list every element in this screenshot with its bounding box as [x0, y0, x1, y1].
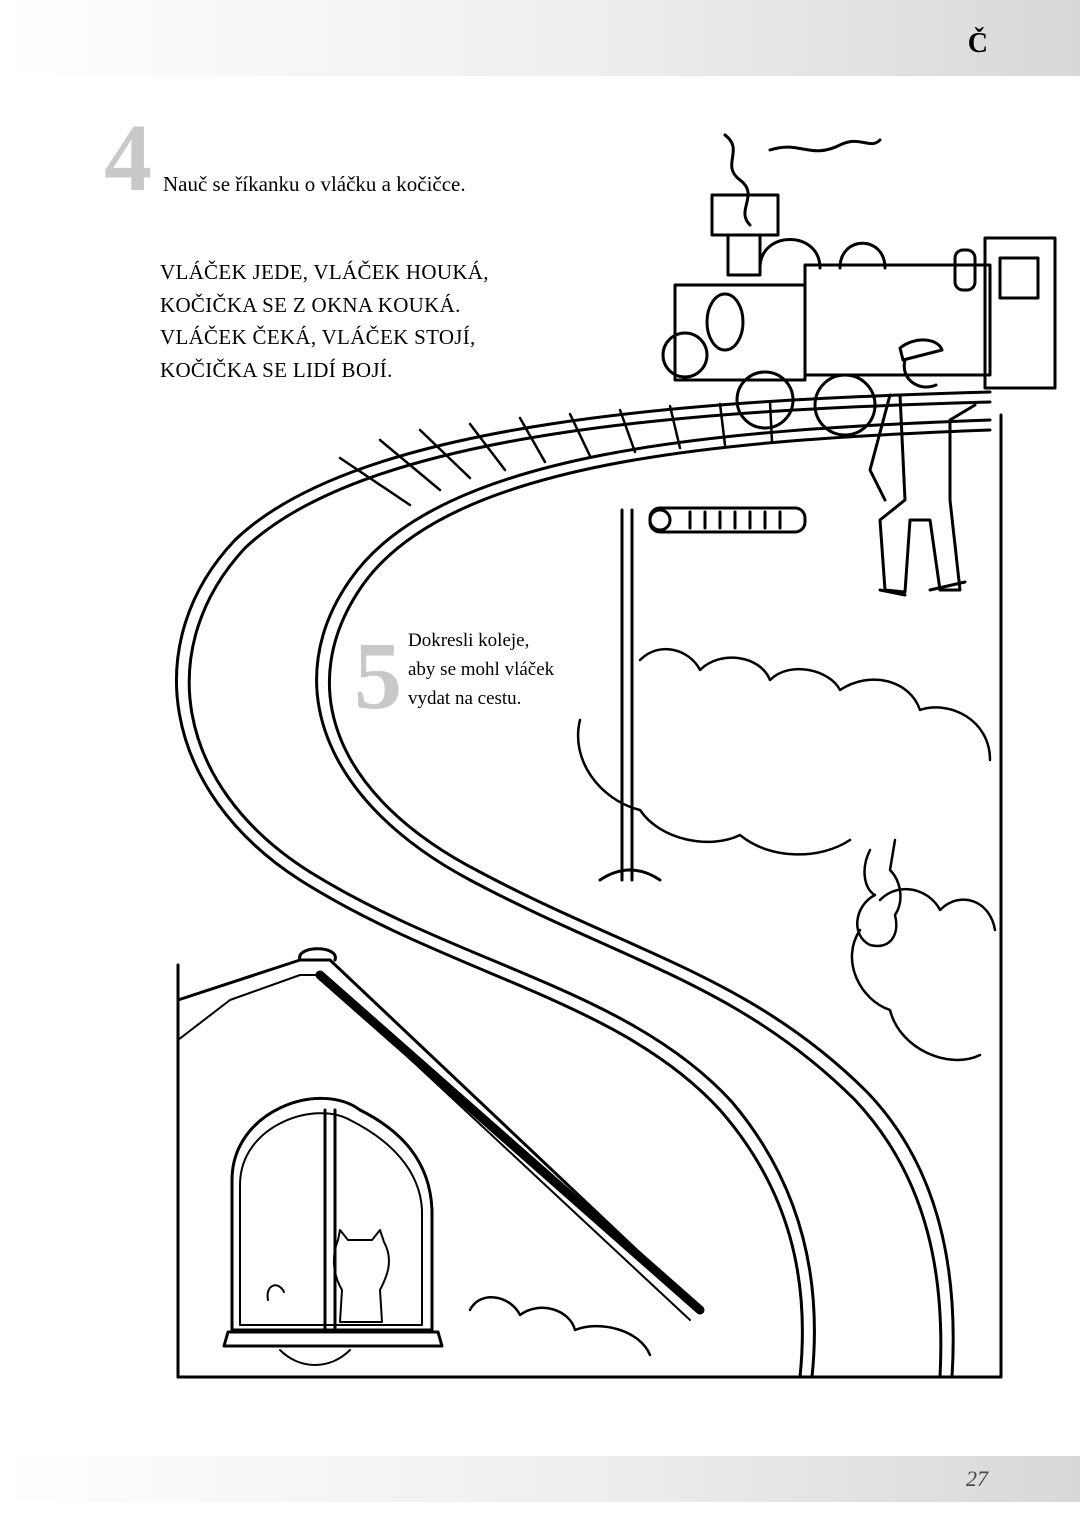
- rhyme-line: KOČIČKA SE Z OKNA KOUKÁ.: [160, 292, 461, 317]
- window: [230, 1096, 434, 1332]
- inner-rail: [315, 418, 992, 1379]
- task-5-instruction-line: aby se mohl vláček: [408, 659, 555, 681]
- railway-man: [868, 338, 977, 597]
- rhyme-line: VLÁČEK JEDE, VLÁČEK HOUKÁ,: [160, 260, 489, 284]
- task-5-instruction-line: Dokresli koleje,: [408, 630, 530, 651]
- house: [176, 947, 705, 1366]
- task-5-number: 5: [354, 622, 402, 729]
- outer-rail-2: [187, 400, 992, 1379]
- task-4-number: 4: [104, 104, 152, 211]
- inner-rail-2: [327, 428, 992, 1379]
- bushes: [468, 647, 997, 1357]
- cat: [332, 1229, 390, 1323]
- rhyme-line: KOČIČKA SE LIDÍ BOJÍ.: [160, 357, 393, 382]
- sleepers: [338, 400, 774, 507]
- rhyme-line: VLÁČEK ČEKÁ, VLÁČEK STOJÍ,: [160, 325, 476, 350]
- section-letter: Č: [967, 28, 988, 59]
- task-5-instruction: Dokresli koleje, aby se mohl vláček vyda…: [408, 626, 554, 713]
- page-number: 27: [966, 1466, 988, 1491]
- footer-band: [0, 1456, 1080, 1502]
- locomotive: [661, 133, 1057, 437]
- rhyme: VLÁČEK JEDE, VLÁČEK HOUKÁ, KOČIČKA SE Z …: [160, 256, 489, 386]
- signal-post: [620, 508, 634, 882]
- rabbit: [856, 838, 902, 948]
- task-5-instruction-line: vydat na cestu.: [408, 688, 522, 710]
- header-band: [0, 0, 1080, 76]
- task-4-instruction: Nauč se říkanku o vláčku a kočičce.: [163, 172, 466, 196]
- signal-arm: [648, 506, 807, 534]
- outer-rail: [174, 390, 992, 1379]
